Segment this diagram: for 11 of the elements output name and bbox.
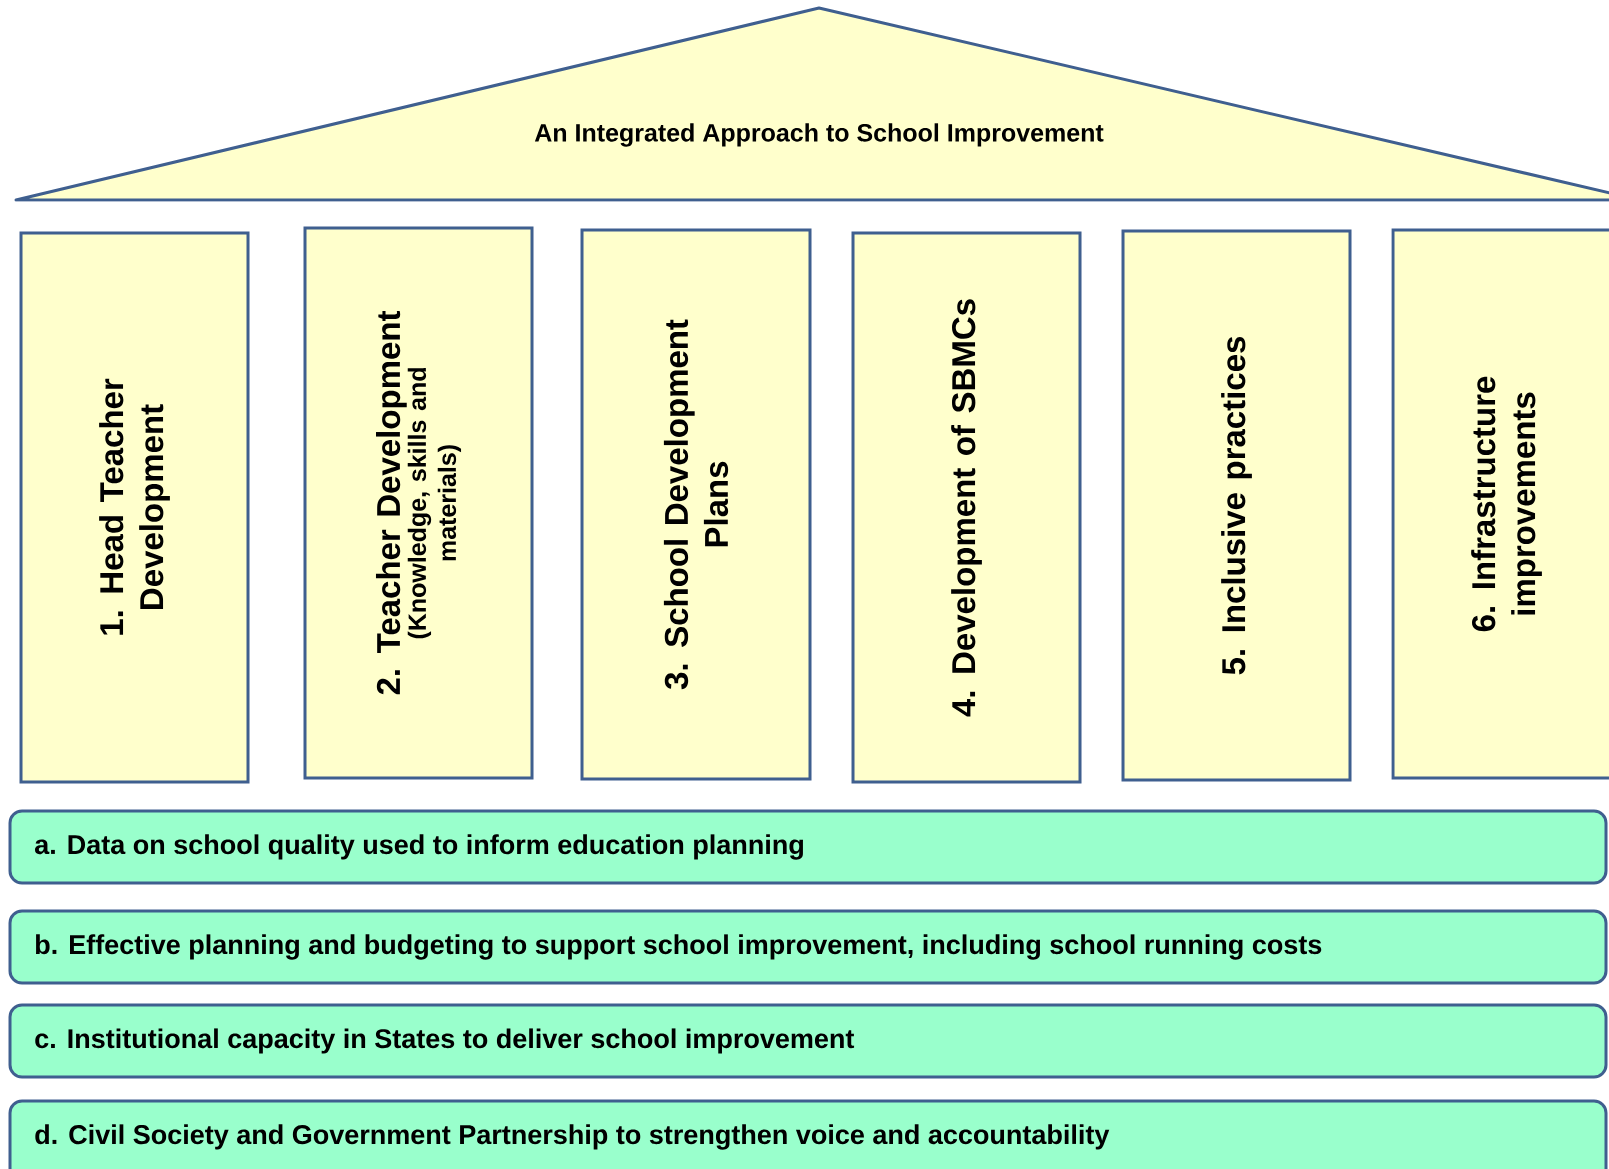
roof-triangle: An Integrated Approach to School Improvement: [14, 6, 1609, 202]
foundation-band: c. Institutional capacity in States to deliver school improvement: [8, 1003, 1608, 1079]
pillar-box: 4. Development of SBMCs: [851, 231, 1082, 784]
pillar-box: 5. Inclusive practices: [1121, 229, 1352, 782]
foundation-band: a. Data on school quality used to inform education planning: [8, 809, 1608, 885]
pillar-box: 1. Head Teacher Development: [19, 231, 250, 784]
pillar-box: 6. Infrastructure improvements: [1391, 228, 1609, 780]
pillar-box: 2. Teacher Development (Knowledge, skills and materials): [303, 226, 534, 780]
foundation-band: b. Effective planning and budgeting to support school improvement, including school running costs: [8, 909, 1608, 985]
foundation-band: d. Civil Society and Government Partnership to strengthen voice and accountability: [8, 1099, 1608, 1169]
pillar-box: 3. School Development Plans: [580, 228, 812, 781]
